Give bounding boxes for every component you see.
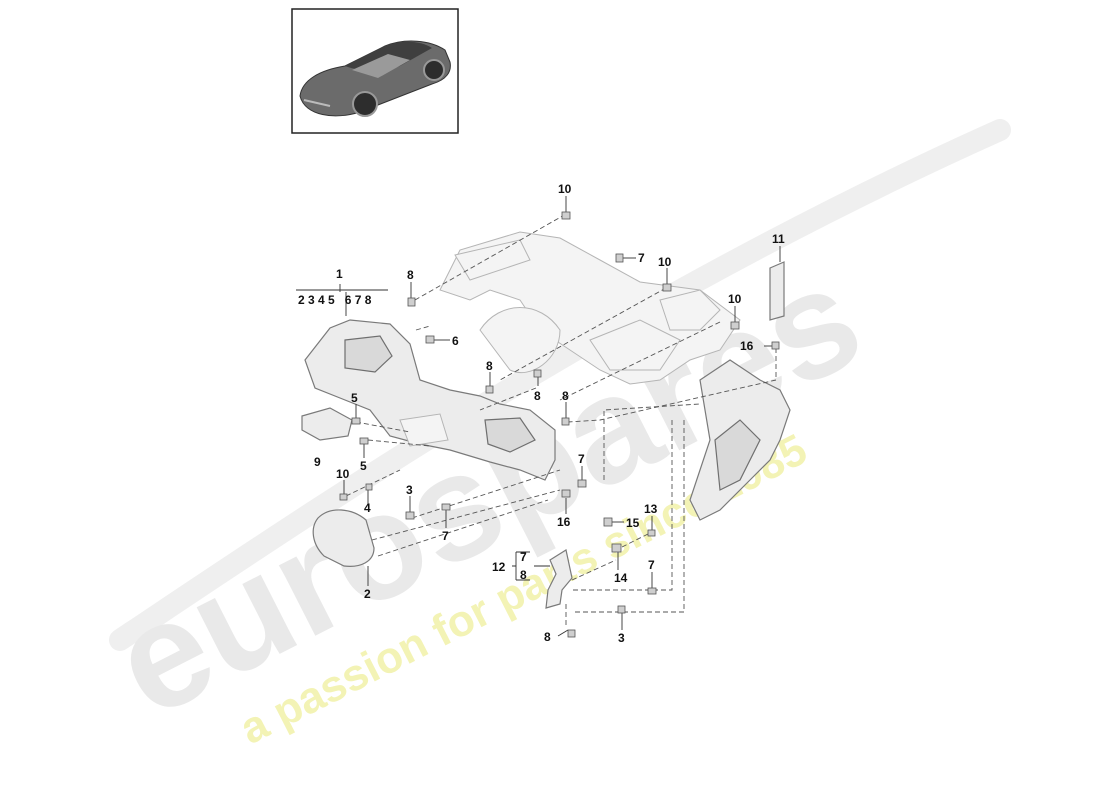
callout-14: 14	[614, 571, 628, 585]
rear-trim-panel	[304, 319, 556, 481]
callout-2: 2	[364, 587, 371, 601]
callout-8: 8	[486, 359, 493, 373]
callout-5: 5	[360, 459, 367, 473]
callout-16: 16	[557, 515, 571, 529]
group-1-header: 1 2 3 4 5 6 7 8	[298, 267, 372, 307]
callout-9: 9	[314, 455, 321, 469]
car-thumbnail	[291, 8, 459, 134]
car-icon	[299, 40, 451, 117]
callout-8: 8	[534, 389, 541, 403]
callout-7: 7	[578, 452, 585, 466]
callout-11: 11	[772, 232, 785, 246]
group-1-subparts: 2 3 4 5 6 7 8	[298, 293, 372, 307]
callout-10: 10	[658, 255, 672, 269]
callout-7: 7	[638, 251, 645, 265]
callout-7: 7	[648, 558, 655, 572]
callout-10: 10	[558, 182, 572, 196]
callout-3: 3	[618, 631, 625, 645]
callout-5: 5	[351, 391, 358, 405]
callout-15: 15	[626, 516, 640, 530]
callout-13: 13	[644, 502, 658, 516]
right-side-trim-panel	[689, 359, 791, 521]
callout-4: 4	[364, 501, 371, 515]
callout-labels: 10 7 10 11 8 10 6 16 8 8 8 5 5 9 7 10 4 …	[314, 182, 785, 645]
group-12-label: 12	[492, 560, 506, 574]
callout-8: 8	[544, 630, 551, 644]
callout-10: 10	[336, 467, 350, 481]
cushion-2	[312, 509, 375, 567]
group-12-bottom: 8	[520, 568, 527, 582]
group-1-label: 1	[336, 267, 343, 281]
body-structure	[439, 231, 741, 385]
callout-16: 16	[740, 339, 754, 353]
callout-3: 3	[406, 483, 413, 497]
group-12-header: 12 7 8	[492, 550, 527, 582]
callout-8: 8	[407, 268, 414, 282]
callout-7: 7	[442, 529, 449, 543]
callout-10: 10	[728, 292, 742, 306]
fastener-clips	[339, 211, 780, 638]
trim-strip-11	[769, 261, 785, 321]
bracket-12	[545, 549, 573, 609]
callout-6: 6	[452, 334, 459, 348]
callout-8: 8	[562, 389, 569, 403]
group-12-top: 7	[520, 550, 527, 564]
pad-9	[301, 407, 353, 441]
leader-lines	[296, 196, 781, 637]
